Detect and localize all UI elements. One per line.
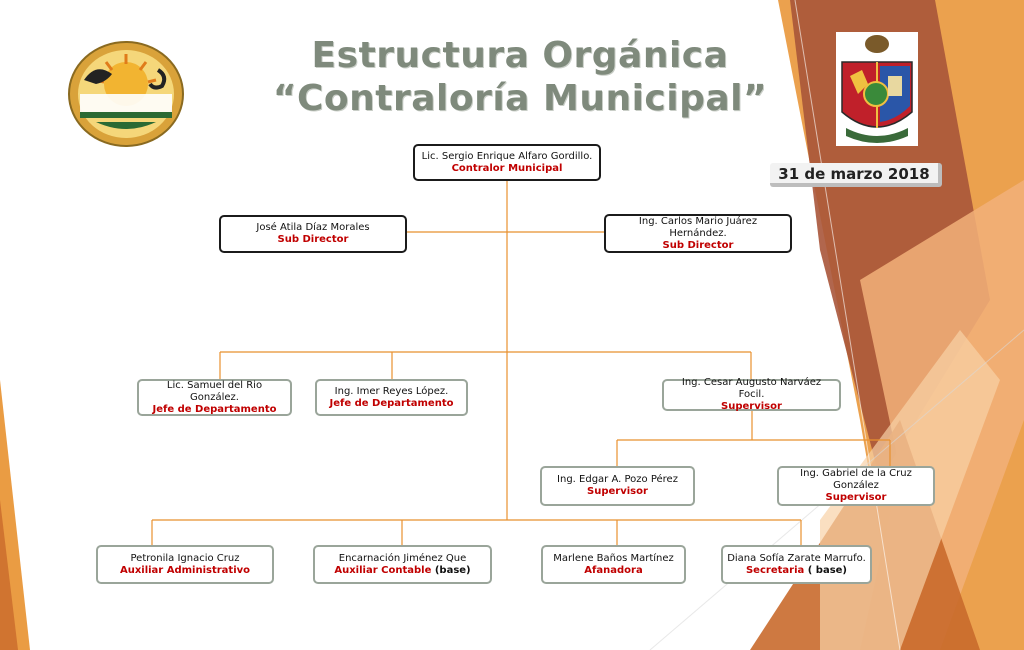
person-name: Lic. Sergio Enrique Alfaro Gordillo. bbox=[421, 150, 593, 162]
org-box-contralor: Lic. Sergio Enrique Alfaro Gordillo. Con… bbox=[413, 144, 601, 181]
person-name: Ing. Edgar A. Pozo Pérez bbox=[557, 474, 678, 485]
role-suffix: ( base) bbox=[804, 564, 847, 576]
person-role: Auxiliar Contable (base) bbox=[334, 565, 470, 577]
org-box-subdirector-left: José Atila Díaz Morales Sub Director bbox=[219, 215, 407, 253]
person-role: Contralor Municipal bbox=[451, 162, 563, 174]
person-name: Petronila Ignacio Cruz bbox=[130, 552, 240, 564]
decor-orange-left-2 bbox=[0, 500, 18, 650]
person-name: Encarnación Jiménez Que bbox=[338, 552, 467, 564]
org-box-subdirector-right: Ing. Carlos Mario Juárez Hernández. Sub … bbox=[604, 214, 792, 253]
role-label: Afanadora bbox=[584, 564, 643, 576]
org-box-jefe-2: Ing. Imer Reyes López. Jefe de Departame… bbox=[315, 379, 468, 416]
person-name: Ing. Gabriel de la Cruz González bbox=[800, 468, 912, 491]
person-name: Diana Sofía Zarate Marrufo. bbox=[727, 552, 866, 564]
balancan-logo bbox=[68, 41, 184, 147]
org-box-staff-3: Marlene Baños Martínez Afanadora bbox=[541, 545, 686, 584]
org-box-supervisor-3: Ing. Gabriel de la Cruz González Supervi… bbox=[777, 466, 935, 506]
person-role: Sub Director bbox=[277, 234, 349, 245]
coat-of-arms-logo bbox=[836, 32, 918, 146]
org-box-staff-4: Diana Sofía Zarate Marrufo. Secretaria (… bbox=[721, 545, 872, 584]
person-role: Sub Director bbox=[662, 239, 734, 251]
role-label: Auxiliar Contable bbox=[334, 564, 432, 576]
decor-thin-line-1 bbox=[794, 0, 901, 650]
person-role: Secretaria ( base) bbox=[746, 565, 847, 577]
page-title-line-1: Estructura Orgánica bbox=[311, 35, 729, 76]
person-name: Ing. Carlos Mario Juárez Hernández. bbox=[638, 215, 758, 239]
org-box-staff-2: Encarnación Jiménez Que Auxiliar Contabl… bbox=[313, 545, 492, 584]
person-name: Ing. Cesar Augusto Narváez Focil. bbox=[681, 377, 822, 400]
page-title-line-2: “Contraloría Municipal” bbox=[272, 78, 768, 119]
role-label: Auxiliar Administrativo bbox=[119, 564, 251, 576]
person-role: Supervisor bbox=[825, 492, 887, 503]
org-box-supervisor-2: Ing. Edgar A. Pozo Pérez Supervisor bbox=[540, 466, 695, 506]
person-name: Lic. Samuel del Rio González. bbox=[166, 379, 263, 403]
person-name: Ing. Imer Reyes López. bbox=[334, 385, 449, 397]
person-name: Marlene Baños Martínez bbox=[553, 552, 674, 564]
person-role: Jefe de Departamento bbox=[152, 403, 277, 415]
person-role: Supervisor bbox=[587, 486, 648, 497]
person-role: Jefe de Departamento bbox=[329, 397, 454, 409]
org-box-staff-1: Petronila Ignacio Cruz Auxiliar Administ… bbox=[96, 545, 274, 584]
person-role: Supervisor bbox=[721, 401, 782, 412]
person-role: Afanadora bbox=[584, 565, 642, 577]
person-role: Auxiliar Administrativo bbox=[120, 565, 250, 577]
role-suffix: (base) bbox=[431, 564, 471, 576]
org-box-jefe-1: Lic. Samuel del Rio González. Jefe de De… bbox=[137, 379, 292, 416]
date-badge: 31 de marzo 2018 bbox=[770, 163, 942, 187]
org-box-supervisor-main: Ing. Cesar Augusto Narváez Focil. Superv… bbox=[662, 377, 841, 412]
person-name: José Atila Díaz Morales bbox=[256, 222, 370, 233]
role-label: Secretaria bbox=[745, 564, 805, 576]
